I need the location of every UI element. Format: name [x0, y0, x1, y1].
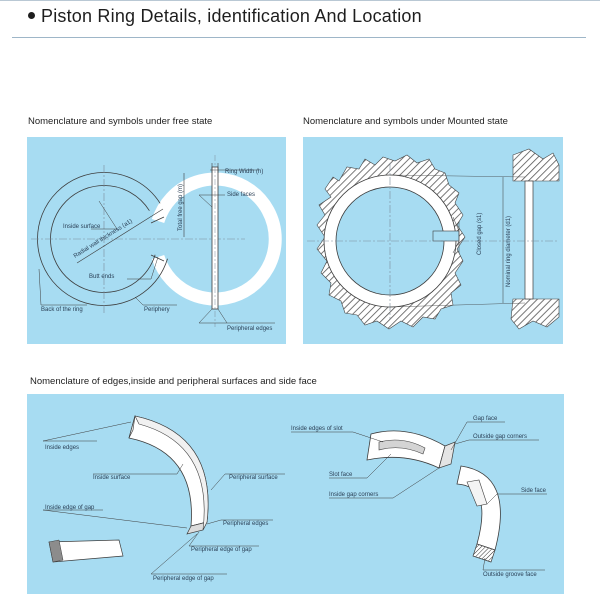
label-peripheral-edges: Peripheral edges — [227, 326, 272, 332]
mounted-state-drawing: Closed gap (s1) Nominal ring diameter (d… — [307, 148, 560, 330]
leader-gap-face — [450, 421, 468, 451]
side-faces-leader — [198, 194, 213, 208]
caption-edges: Nomenclature of edges,inside and periphe… — [30, 376, 317, 387]
ring-segment-peripheral-surface — [134, 415, 209, 531]
label-peripheral-edge-of-gap: Peripheral edge of gap — [191, 547, 252, 553]
label-back-of-ring: Back of the ring — [41, 307, 83, 313]
label-inside-edges: Inside edges — [45, 445, 79, 451]
diagram-free-state: Ring Width (h) Side faces Total free gap… — [27, 137, 286, 344]
label-peripheral-surface: Peripheral surface — [229, 475, 278, 481]
page-title: Piston Ring Details, identification And … — [28, 6, 422, 27]
diagram-edges: Inside edges Inside surface Peripheral s… — [27, 394, 564, 594]
label-inside-surface: Inside surface — [63, 224, 101, 230]
groove-wall-upper — [512, 148, 560, 182]
gap-face — [438, 441, 456, 469]
leader-inside-gap-corners — [392, 467, 440, 499]
label-slot-face: Slot face — [329, 472, 353, 478]
label-outside-gap-corners: Outside gap corners — [473, 434, 527, 440]
leader-slot-face — [366, 453, 392, 479]
top-border — [0, 0, 600, 1]
label-total-free-gap: Total free gap (m) — [178, 184, 184, 231]
slot — [378, 439, 426, 455]
leader-peripheral-edges — [206, 519, 222, 525]
butt-end-upper — [150, 216, 165, 224]
diagram-mounted-state: Closed gap (s1) Nominal ring diameter (d… — [303, 137, 563, 344]
bullet-icon — [28, 11, 35, 19]
leader-outside-gap-corners — [454, 439, 470, 445]
leader-peripheral-surface — [210, 473, 226, 491]
label-inside-gap-corners: Inside gap corners — [329, 492, 378, 498]
label-inside-edges-of-slot: Inside edges of slot — [291, 426, 343, 432]
label-ring-width: Ring Width (h) — [225, 169, 263, 175]
label-side-faces: Side faces — [227, 192, 255, 198]
label-side-face: Side face — [521, 488, 547, 494]
label-nominal-diameter: Nominal ring diameter (d1) — [506, 216, 512, 287]
inside-surface-leader — [98, 200, 118, 230]
edges-drawing: Inside edges Inside surface Peripheral s… — [42, 415, 547, 582]
label-peripheral-edges-2: Peripheral edges — [223, 521, 268, 527]
caption-mounted-state: Nomenclature and symbols under Mounted s… — [303, 116, 508, 127]
oil-ring-section — [456, 465, 501, 551]
label-periphery: Periphery — [144, 307, 170, 313]
radial-wall-line — [76, 208, 164, 264]
leader-inside-surface — [176, 463, 184, 475]
oil-ring-cut-face — [472, 543, 496, 563]
free-state-drawing: Ring Width (h) Side faces Total free gap… — [31, 155, 282, 332]
groove-wall-lower — [510, 298, 560, 330]
back-of-ring-leader — [38, 268, 42, 306]
leader-side-face — [486, 493, 498, 505]
leader-peripheral-edge-of-gap — [188, 531, 200, 547]
ring-side-section — [524, 180, 534, 300]
caption-free-state: Nomenclature and symbols under free stat… — [28, 116, 213, 127]
leader-peripheral-edge-of-gap-2 — [150, 533, 198, 575]
title-divider — [12, 37, 586, 38]
page-title-text: Piston Ring Details, identification And … — [41, 6, 422, 26]
label-peripheral-edge-of-gap-2: Peripheral edge of gap — [153, 576, 214, 582]
label-inside-edge-of-gap: Inside edge of gap — [45, 505, 95, 511]
leader-outside-groove-face — [482, 557, 486, 571]
leader-inside-edges-of-slot — [352, 431, 384, 443]
label-closed-gap: Closed gap (s1) — [477, 213, 483, 255]
ring-body — [151, 172, 282, 306]
label-butt-ends: Butt ends — [89, 274, 114, 280]
label-inside-surface-edges: Inside surface — [93, 475, 131, 481]
label-gap-face: Gap face — [473, 416, 498, 422]
closed-gap-notch — [432, 230, 460, 242]
label-outside-groove-face: Outside groove face — [483, 572, 537, 578]
periphery-leader — [134, 296, 144, 306]
butt-ends-leader — [150, 256, 159, 280]
